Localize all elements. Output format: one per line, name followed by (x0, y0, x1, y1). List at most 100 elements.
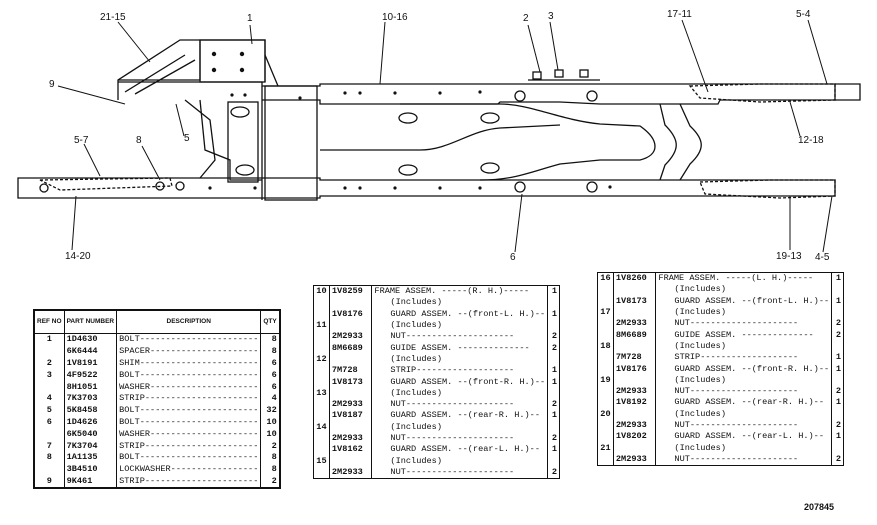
part-number-cell: 1V8202 (613, 431, 657, 443)
ref-cell (34, 345, 65, 358)
ref-cell: 14 (313, 421, 330, 433)
description-cell: STRIP------------------- (371, 365, 549, 377)
ref-cell (597, 397, 614, 409)
qty-cell: 2 (835, 453, 841, 464)
col-qty: QTY (260, 310, 280, 334)
part-number-cell: 1V8176 (329, 308, 373, 320)
col-part-number: PART NUMBER (64, 310, 118, 334)
ref-cell (597, 352, 614, 364)
qty-cell: 1 (551, 376, 557, 387)
ref-cell: 7 (34, 440, 65, 452)
qty-cell (832, 442, 844, 453)
description-cell: GUARD ASSEM. --(front-L. H.)-- (371, 308, 549, 320)
qty-cell (548, 354, 560, 365)
part-number-cell (329, 319, 373, 332)
table-row: 20(Includes) (597, 408, 844, 420)
description-cell: (Includes) (371, 353, 549, 366)
callout-5-4: 5-4 (796, 9, 811, 20)
frame-opening (400, 103, 656, 181)
part-number-cell: 1V8192 (613, 397, 657, 409)
ref-cell (34, 428, 65, 441)
table-row: 12(Includes) (313, 353, 560, 366)
description-cell: (Includes) (655, 306, 833, 319)
qty-cell: 1 (835, 295, 841, 306)
table-row: (Includes) (597, 284, 844, 296)
qty-cell: 8 (271, 452, 277, 463)
ref-cell: 10 (313, 285, 330, 298)
ref-cell (597, 431, 614, 443)
description-cell: FRAME ASSEM. -----(R. H.)----- (371, 285, 549, 298)
ref-cell: 2 (34, 357, 65, 370)
ref-cell (313, 410, 330, 422)
ref-cell (313, 331, 330, 343)
ref-cell (597, 453, 614, 466)
part-number-cell: 6K5040 (64, 428, 118, 441)
qty-cell (832, 307, 844, 318)
description-cell: (Includes) (371, 455, 549, 467)
description-cell: STRIP---------------------- (116, 392, 262, 405)
table-row: 21(Includes) (597, 442, 844, 454)
description-cell: BOLT----------------------- (116, 451, 262, 464)
callout-2: 2 (523, 13, 529, 24)
description-cell: GUARD ASSEM. --(front-L. H.)-- (655, 295, 833, 307)
description-cell: LOCKWASHER----------------- (116, 463, 262, 476)
qty-cell: 1 (551, 444, 557, 455)
ref-cell: 4 (34, 392, 65, 405)
callout-1: 1 (247, 13, 253, 24)
part-number-cell: 7M728 (329, 365, 373, 377)
ref-cell: 17 (597, 306, 614, 319)
col-ref: REF NO (34, 310, 65, 334)
description-cell: (Includes) (371, 421, 549, 433)
callout-5-7: 5-7 (74, 135, 89, 146)
qty-cell: 6 (271, 357, 277, 368)
qty-cell: 2 (835, 318, 841, 329)
qty-cell: 2 (551, 399, 557, 410)
qty-cell: 2 (551, 466, 557, 477)
ref-cell (34, 463, 65, 476)
description-cell: NUT--------------------- (371, 466, 549, 479)
ref-cell (313, 432, 330, 445)
ref-cell (597, 295, 614, 307)
part-number-cell: 7K3704 (64, 440, 118, 452)
description-cell: NUT--------------------- (655, 453, 833, 466)
description-cell: GUIDE ASSEM. -------------- (371, 342, 549, 354)
ref-cell: 3 (34, 369, 65, 382)
table-row: 18(Includes) (597, 340, 844, 353)
ref-cell (34, 381, 65, 393)
ref-cell: 19 (597, 374, 614, 386)
description-cell: GUARD ASSEM. --(rear-L. H.)-- (655, 431, 833, 443)
description-cell: GUARD ASSEM. --(front-R. H.)-- (655, 363, 833, 375)
description-cell: (Includes) (655, 442, 833, 454)
part-number-cell (613, 284, 657, 296)
table-row: 11(Includes) (313, 319, 560, 332)
part-number-cell: 1V8173 (329, 376, 373, 388)
ref-cell: 13 (313, 387, 330, 399)
qty-cell: 1 (835, 352, 841, 363)
description-cell: GUARD ASSEM. --(rear-L. H.)-- (371, 444, 549, 456)
qty-cell: 2 (835, 329, 841, 340)
qty-cell: 10 (266, 416, 277, 427)
qty-cell (832, 409, 844, 420)
callout-17-11: 17-11 (667, 9, 692, 20)
ref-cell (597, 385, 614, 398)
qty-cell: 1 (551, 365, 557, 376)
part-number-cell (613, 442, 657, 454)
part-number-cell: 2M2933 (613, 419, 657, 432)
